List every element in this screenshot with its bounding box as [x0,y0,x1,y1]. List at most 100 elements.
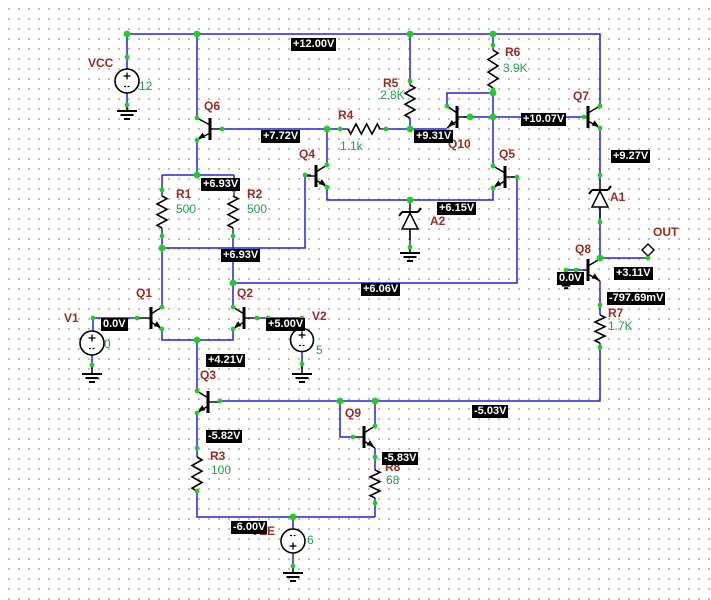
voltage-probe-label[interactable]: +6.15V [437,202,477,215]
voltage-probe-label[interactable]: +7.72V [261,130,301,143]
resistor-R3[interactable] [190,456,204,492]
component-value-label[interactable]: 500 [176,202,197,216]
voltage-probe-label[interactable]: -5.03V [472,405,509,418]
transistor-Q8[interactable] [583,258,601,282]
voltage-probe-label[interactable]: +9.27V [611,150,651,163]
component-name-label-Q10[interactable]: Q10 [448,137,471,151]
voltage-probe-label[interactable]: +6.93V [201,178,241,191]
voltage-probe-label[interactable]: -5.83V [382,452,419,465]
resistor-R5[interactable] [403,84,417,119]
voltage-probe-label[interactable]: 0.0V [557,272,584,285]
transistor-Q2[interactable] [232,306,257,330]
voltage-probe-label[interactable]: -6.00V [231,521,268,534]
voltage-probe-label[interactable]: +9.31V [414,130,454,143]
component-name-label-R4[interactable]: R4 [338,108,354,122]
node-dot [490,163,496,169]
component-name-label-Q9[interactable]: Q9 [345,406,362,420]
resistor-R4[interactable] [347,122,381,136]
component-name-label-Q4[interactable]: Q4 [299,147,316,161]
zener-diode-A1[interactable] [588,179,612,218]
wire[interactable] [196,491,375,518]
resistor-R1[interactable] [155,195,169,229]
resistor-R2[interactable] [226,195,240,229]
transistor-Q3[interactable] [196,390,220,414]
wire[interactable] [600,255,649,259]
component-name-label-A1[interactable]: A1 [610,190,626,204]
node-dot [514,174,520,180]
voltage-source-V1[interactable] [79,330,105,356]
wire[interactable] [127,33,601,106]
voltage-probe-label[interactable]: +3.11V [614,267,653,280]
ground-icon[interactable] [117,105,137,120]
wire[interactable] [233,176,518,284]
node-dot [302,172,308,178]
voltage-probe-label[interactable]: +10.07V [521,113,567,126]
component-value-label[interactable]: 2.8K [380,88,405,102]
transistor-Q5[interactable] [492,165,517,189]
node-dot [299,361,305,367]
component-name-label-Q3[interactable]: Q3 [200,368,217,382]
resistor-R8[interactable] [368,469,382,499]
voltage-probe-label[interactable]: -5.82V [206,430,243,443]
transistor-Q9[interactable] [353,425,376,449]
zener-diode-A2[interactable] [398,201,422,240]
component-name-label-R1[interactable]: R1 [176,187,192,201]
voltage-probe-label[interactable]: 0.0V [101,318,128,331]
component-name-label-VCC[interactable]: VCC [88,56,114,70]
voltage-probe-label[interactable]: +5.00V [266,318,306,331]
component-value-label[interactable]: 1.1k [340,139,363,153]
voltage-source-VCC[interactable] [114,68,140,94]
component-value-label[interactable]: 0 [104,337,111,351]
component-value-label[interactable]: 6 [307,533,314,547]
component-name-label-A2[interactable]: A2 [430,214,446,228]
component-name-label-OUT[interactable]: OUT [653,225,679,239]
component-value-label[interactable]: 500 [247,202,268,216]
component-name-label-Q7[interactable]: Q7 [573,89,590,103]
transistor-Q1[interactable] [137,306,163,330]
wire[interactable] [339,401,353,438]
junction-dot [406,30,414,38]
component-name-label-R7[interactable]: R7 [608,306,624,320]
component-value-label[interactable]: 3.9K [503,61,528,75]
component-name-label-R2[interactable]: R2 [247,187,263,201]
voltage-source-V2[interactable] [289,327,315,353]
component-value-label[interactable]: 5 [316,343,323,357]
resistor-R6[interactable] [486,49,500,89]
component-name-label-Q1[interactable]: Q1 [136,286,153,300]
node-dot [337,126,343,132]
node-dot [254,315,260,321]
component-value-label[interactable]: 1.7K [608,319,633,333]
component-name-label-V1[interactable]: V1 [64,311,79,325]
component-value-label[interactable]: 68 [386,473,400,487]
transistor-Q4[interactable] [305,164,328,188]
component-name-label-Q6[interactable]: Q6 [204,99,221,113]
ground-icon[interactable] [82,365,102,383]
voltage-probe-label[interactable]: +6.93V [221,249,261,262]
node-dot [217,398,223,404]
transistor-Q6[interactable] [196,117,222,141]
wire[interactable] [446,92,493,106]
transistor-Q10[interactable] [446,105,470,129]
component-name-label-Q5[interactable]: Q5 [499,147,516,161]
resistor-R7[interactable] [593,314,607,344]
transistor-collector-lead [196,117,211,126]
ground-icon[interactable] [292,364,312,383]
voltage-source-VEE[interactable] [280,528,306,554]
component-name-label-R6[interactable]: R6 [505,45,521,59]
wire[interactable] [221,343,601,402]
component-name-label-R5[interactable]: R5 [383,76,399,90]
component-name-label-Q2[interactable]: Q2 [237,286,254,300]
component-name-label-V2[interactable]: V2 [312,309,327,323]
component-value-label[interactable]: 100 [211,463,232,477]
voltage-probe-label[interactable]: +12.00V [291,38,337,51]
out-terminal-icon[interactable] [641,243,655,257]
voltage-probe-label[interactable]: -797.69mV [607,292,666,305]
node-dot [159,326,165,332]
component-name-label-R3[interactable]: R3 [210,449,226,463]
voltage-probe-label[interactable]: +6.06V [361,283,401,296]
npn-arrow-icon [318,179,326,186]
node-dot [194,488,200,494]
component-name-label-Q8[interactable]: Q8 [575,242,592,256]
voltage-probe-label[interactable]: +4.21V [206,354,246,367]
component-value-label[interactable]: 12 [139,79,153,93]
